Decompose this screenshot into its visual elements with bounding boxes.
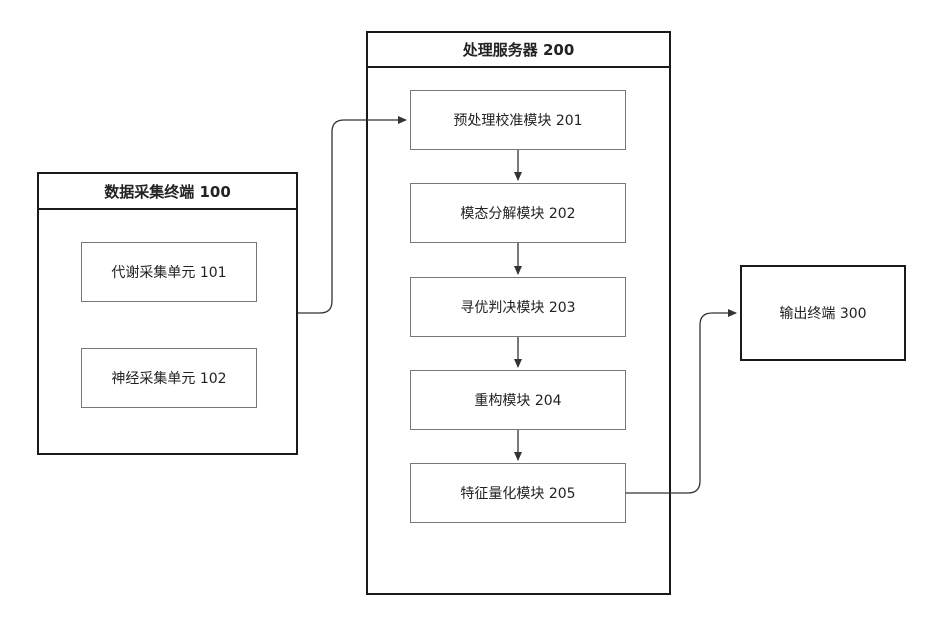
feature-quantification-module: 特征量化模块 205 <box>410 463 626 523</box>
preprocessing-calibration-module: 预处理校准模块 201 <box>410 90 626 150</box>
data-collection-terminal-title: 数据采集终端 100 <box>39 174 296 210</box>
output-terminal: 输出终端 300 <box>740 265 906 361</box>
reconstruction-module: 重构模块 204 <box>410 370 626 430</box>
data-collection-terminal-group: 数据采集终端 100 代谢采集单元 101 神经采集单元 102 <box>37 172 298 455</box>
neural-collection-unit: 神经采集单元 102 <box>81 348 257 408</box>
optimization-decision-module: 寻优判决模块 203 <box>410 277 626 337</box>
metabolic-collection-unit: 代谢采集单元 101 <box>81 242 257 302</box>
processing-server-title: 处理服务器 200 <box>368 33 669 68</box>
modal-decomposition-module: 模态分解模块 202 <box>410 183 626 243</box>
